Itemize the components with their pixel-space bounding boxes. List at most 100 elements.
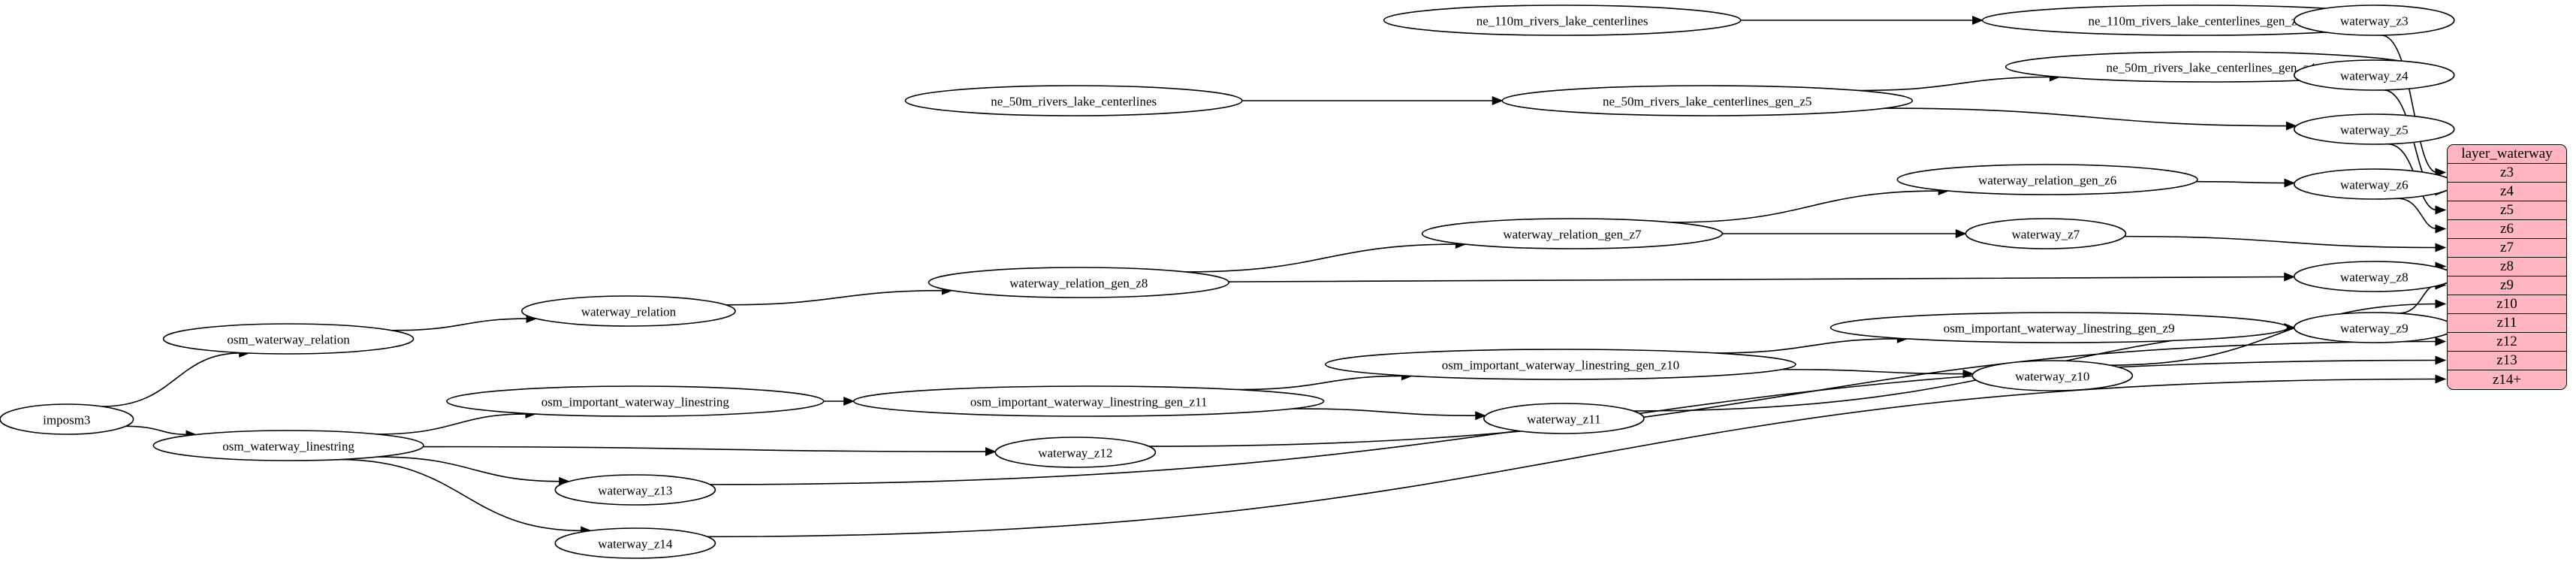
node-shape-waterway_z4 — [2293, 59, 2455, 91]
node-label-osm_important_waterway_linestring_gen_z9: osm_important_waterway_linestring_gen_z9 — [1944, 322, 2175, 336]
node-label-waterway_z7: waterway_z7 — [2012, 228, 2080, 242]
node-waterway_z4[interactable]: waterway_z4 — [2293, 59, 2455, 91]
node-waterway_relation_gen_z6[interactable]: waterway_relation_gen_z6 — [1896, 164, 2198, 195]
edge-arrowhead — [985, 447, 997, 457]
layer-table-row-z10[interactable]: z10 — [2448, 295, 2566, 314]
node-waterway_z7[interactable]: waterway_z7 — [1965, 218, 2127, 249]
node-osm_important_waterway_linestring_gen_z9[interactable]: osm_important_waterway_linestring_gen_z9 — [1829, 312, 2288, 343]
node-waterway_relation_gen_z7[interactable]: waterway_relation_gen_z7 — [1421, 218, 1724, 249]
node-label-waterway_relation_gen_z6: waterway_relation_gen_z6 — [1978, 174, 2116, 188]
layer-table-row-z12[interactable]: z12 — [2448, 333, 2566, 352]
layer-table-row-z11[interactable]: z11 — [2448, 314, 2566, 333]
node-waterway_relation_gen_z8[interactable]: waterway_relation_gen_z8 — [928, 267, 1229, 298]
node-shape-waterway_z10 — [1971, 360, 2134, 391]
node-shape-waterway_z5 — [2293, 113, 2455, 145]
edge-arrowhead — [843, 397, 855, 406]
node-shape-waterway_z14 — [554, 527, 716, 559]
node-label-waterway_z9: waterway_z9 — [2340, 322, 2409, 336]
layer-table-row-z7[interactable]: z7 — [2448, 239, 2566, 258]
node-shape-ne_50m_rivers_lake_centerlines — [904, 85, 1243, 116]
node-shape-waterway_relation_gen_z7 — [1421, 218, 1724, 249]
node-label-ne_50m_rivers_lake_centerlines: ne_50m_rivers_lake_centerlines — [991, 95, 1157, 109]
node-label-waterway_z3: waterway_z3 — [2340, 14, 2409, 29]
node-label-ne_110m_rivers_lake_centerlines: ne_110m_rivers_lake_centerlines — [1477, 14, 1648, 29]
edge-waterway_z14-to-layer_waterway_z14_ — [707, 378, 2438, 538]
node-osm_waterway_linestring[interactable]: osm_waterway_linestring — [152, 430, 424, 461]
node-label-waterway_z4: waterway_z4 — [2340, 69, 2409, 83]
layer-table-header: layer_waterway — [2448, 145, 2566, 164]
node-waterway_z3[interactable]: waterway_z3 — [2293, 5, 2455, 36]
edge-osm_important_waterway_linestring_gen_z10-to-osm_important_waterway_linestring_gen_z9 — [1714, 338, 1899, 354]
node-waterway_z8[interactable]: waterway_z8 — [2293, 261, 2455, 292]
node-shape-waterway_relation_gen_z8 — [928, 267, 1229, 298]
node-osm_important_waterway_linestring_gen_z10[interactable]: osm_important_waterway_linestring_gen_z1… — [1325, 349, 1796, 380]
layer-table-row-z13[interactable]: z13 — [2448, 352, 2566, 370]
edge-waterway_relation-to-waterway_relation_gen_z8 — [725, 289, 944, 306]
node-ne_110m_rivers_lake_centerlines[interactable]: ne_110m_rivers_lake_centerlines — [1383, 5, 1742, 36]
node-label-osm_waterway_linestring: osm_waterway_linestring — [222, 440, 354, 454]
node-label-osm_important_waterway_linestring_gen_z11: osm_important_waterway_linestring_gen_z1… — [970, 395, 1208, 409]
node-label-waterway_relation_gen_z8: waterway_relation_gen_z8 — [1009, 276, 1148, 291]
node-shape-ne_110m_rivers_lake_centerlines — [1383, 5, 1742, 36]
node-label-waterway_z14: waterway_z14 — [598, 537, 673, 551]
node-osm_waterway_relation[interactable]: osm_waterway_relation — [162, 323, 415, 355]
node-label-waterway_z10: waterway_z10 — [2015, 370, 2089, 384]
node-osm_important_waterway_linestring[interactable]: osm_important_waterway_linestring — [446, 385, 825, 417]
edge-waterway_relation_gen_z6-to-waterway_z6 — [2196, 180, 2287, 184]
node-osm_important_waterway_linestring_gen_z11[interactable]: osm_important_waterway_linestring_gen_z1… — [852, 385, 1325, 417]
edge-waterway_z7-to-layer_waterway_z7 — [2124, 235, 2438, 249]
node-waterway_relation[interactable]: waterway_relation — [521, 295, 736, 327]
node-waterway_z10[interactable]: waterway_z10 — [1971, 360, 2134, 391]
node-shape-waterway_relation_gen_z6 — [1896, 164, 2198, 195]
node-label-imposm3: imposm3 — [43, 413, 90, 428]
edge-arrowhead — [1972, 16, 1983, 25]
edge-osm_important_waterway_linestring_gen_z11-to-waterway_z11 — [1293, 408, 1477, 416]
node-waterway_z9[interactable]: waterway_z9 — [2293, 312, 2455, 343]
edge-arrowhead — [2284, 178, 2296, 188]
edge-osm_important_waterway_linestring_gen_z10-to-waterway_z10 — [1781, 368, 1965, 375]
edge-arrowhead — [2435, 337, 2447, 346]
node-waterway_z5[interactable]: waterway_z5 — [2293, 113, 2455, 145]
edge-arrowhead — [2285, 121, 2297, 131]
node-waterway_z6[interactable]: waterway_z6 — [2293, 168, 2455, 200]
node-shape-waterway_z7 — [1965, 218, 2127, 249]
node-waterway_z12[interactable]: waterway_z12 — [994, 437, 1157, 468]
node-label-waterway_relation_gen_z7: waterway_relation_gen_z7 — [1503, 228, 1642, 242]
layer-table-row-z14plus[interactable]: z14+ — [2448, 370, 2566, 389]
edge-arrowhead — [1475, 411, 1487, 421]
node-label-waterway_z13: waterway_z13 — [598, 484, 672, 498]
node-label-ne_50m_rivers_lake_centerlines_gen_z4: ne_50m_rivers_lake_centerlines_gen_z4 — [2106, 61, 2315, 75]
layer-table-row-z9[interactable]: z9 — [2448, 276, 2566, 295]
layer-table-row-z3[interactable]: z3 — [2448, 164, 2566, 183]
node-label-waterway_z11: waterway_z11 — [1527, 412, 1601, 427]
layer-table-row-z8[interactable]: z8 — [2448, 258, 2566, 276]
edges-layer — [101, 16, 2447, 538]
layer-table-row-z4[interactable]: z4 — [2448, 183, 2566, 201]
node-shape-osm_important_waterway_linestring_gen_z9 — [1829, 312, 2288, 343]
layer-table-row-z6[interactable]: z6 — [2448, 220, 2566, 239]
node-label-waterway_z6: waterway_z6 — [2340, 178, 2409, 192]
node-ne_50m_rivers_lake_centerlines[interactable]: ne_50m_rivers_lake_centerlines — [904, 85, 1243, 116]
node-waterway_z11[interactable]: waterway_z11 — [1483, 403, 1645, 434]
edge-waterway_relation_gen_z8-to-waterway_z8 — [1228, 276, 2286, 282]
node-waterway_z14[interactable]: waterway_z14 — [554, 527, 716, 559]
node-imposm3[interactable]: imposm3 — [0, 403, 134, 435]
edge-arrowhead — [2435, 243, 2447, 252]
node-ne_50m_rivers_lake_centerlines_gen_z5[interactable]: ne_50m_rivers_lake_centerlines_gen_z5 — [1501, 85, 1914, 116]
nodes-layer: imposm3 osm_waterway_relation osm_waterway… — [0, 5, 2455, 559]
node-label-ne_110m_rivers_lake_centerlines_gen_z3: ne_110m_rivers_lake_centerlines_gen_z3 — [2089, 14, 2303, 29]
layer-table-row-z5[interactable]: z5 — [2448, 201, 2566, 220]
edge-imposm3-to-osm_waterway_linestring — [125, 425, 189, 436]
edge-osm_waterway_linestring-to-waterway_z12 — [423, 446, 988, 452]
node-waterway_z13[interactable]: waterway_z13 — [554, 474, 716, 506]
node-shape-osm_waterway_relation — [162, 323, 415, 355]
edge-arrowhead — [2284, 272, 2296, 282]
node-shape-osm_important_waterway_linestring_gen_z11 — [852, 385, 1325, 417]
edge-arrowhead — [1492, 96, 1504, 105]
edge-arrowhead — [2435, 224, 2447, 234]
edge-imposm3-to-osm_waterway_relation — [101, 352, 241, 407]
edge-osm_waterway_linestring-to-waterway_z14 — [338, 458, 583, 532]
